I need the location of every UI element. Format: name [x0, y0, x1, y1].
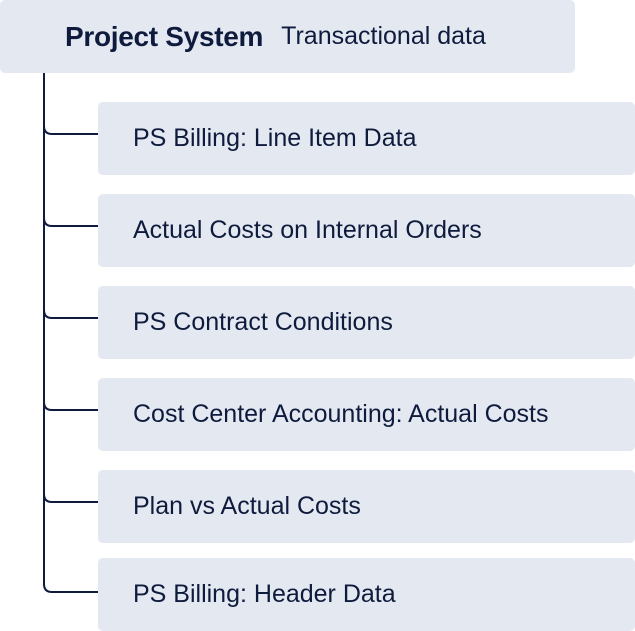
- child-node-label: PS Billing: Line Item Data: [133, 124, 417, 152]
- branch-line-0: [43, 125, 98, 135]
- child-node: Plan vs Actual Costs: [98, 470, 635, 543]
- root-title: Project System: [65, 20, 264, 52]
- child-node-label: Plan vs Actual Costs: [133, 492, 361, 520]
- child-node: Actual Costs on Internal Orders: [98, 194, 635, 267]
- child-node-label: PS Billing: Header Data: [133, 580, 396, 608]
- trunk-line: [43, 73, 98, 593]
- root-subtitle: Transactional data: [281, 22, 486, 50]
- branch-line-1: [43, 217, 98, 227]
- child-node: PS Contract Conditions: [98, 286, 635, 359]
- child-node-label: Cost Center Accounting: Actual Costs: [133, 400, 549, 428]
- branch-line-2: [43, 309, 98, 319]
- child-node: PS Billing: Header Data: [98, 558, 635, 631]
- root-node: Project System Transactional data: [0, 0, 575, 73]
- child-node: Cost Center Accounting: Actual Costs: [98, 378, 635, 451]
- child-node: PS Billing: Line Item Data: [98, 102, 635, 175]
- child-node-label: PS Contract Conditions: [133, 308, 393, 336]
- branch-line-3: [43, 401, 98, 411]
- branch-line-4: [43, 493, 98, 503]
- child-node-label: Actual Costs on Internal Orders: [133, 216, 482, 244]
